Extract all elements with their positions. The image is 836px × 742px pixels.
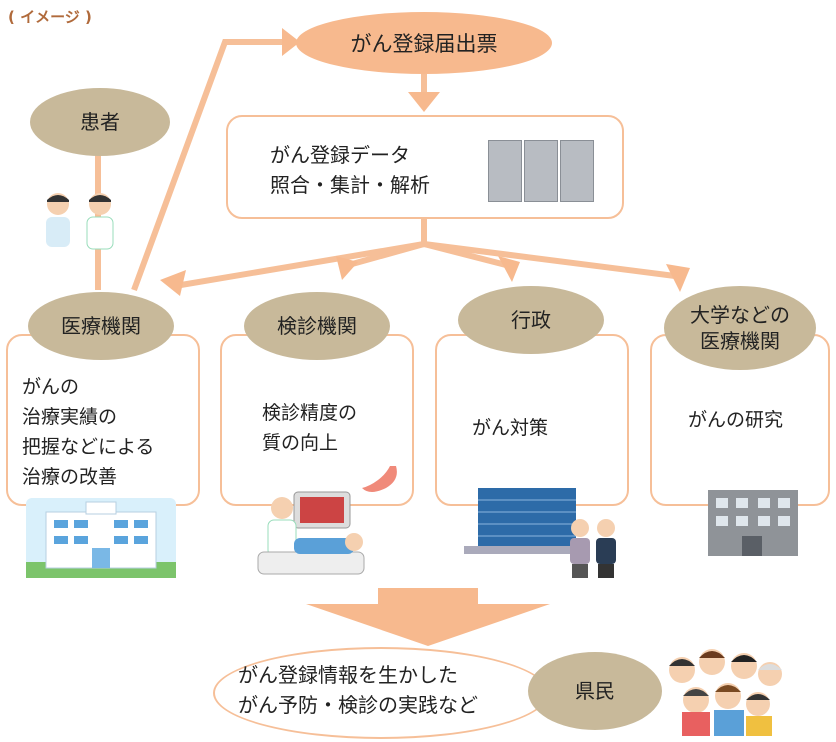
doctor-patient-icon [46,193,114,250]
patient-oval: 患者 [30,88,170,156]
government-oval: 行政 [458,286,604,354]
government-box [435,334,629,506]
branch-screening-line [344,241,425,269]
outcome-text: がん登録情報を生かした がん予防・検診の実践など [238,663,478,717]
stomach-icon [362,466,397,492]
registration-form-oval: がん登録届出票 [296,12,552,74]
government-building-icon [464,488,590,554]
hospital-icon [26,498,176,578]
screening-text: 検診精度の 質の向上 [262,402,358,454]
university-oval: 大学などの 医療機関 [664,286,816,370]
branch-univ-line [423,241,676,279]
arrowhead-screening [336,256,358,280]
arrowhead-gov [498,256,520,282]
hospital-text: がんの 治療実績の 把握などによる 治療の改善 [22,376,155,488]
server-icon [488,140,594,202]
citizen-oval: 県民 [528,652,662,730]
officials-icon [570,519,616,578]
hospital-box [6,334,200,506]
government-text: がん対策 [472,417,549,439]
outcome-oval [213,647,549,739]
hospital-oval: 医療機関 [28,292,174,360]
image-tag: ( イメージ ) [8,8,92,26]
down-arrow-icon [306,588,550,646]
feedback-arrow-line [131,39,282,292]
screening-oval: 検診機関 [244,292,390,360]
crowd-icon [669,649,782,736]
arrowhead-top-oval [282,28,300,56]
arrowhead-hospital [160,270,186,296]
arrowhead-center-box [408,92,440,112]
arrowhead-univ [666,264,690,292]
branch-hospital-line [174,241,425,289]
university-text: がんの研究 [688,409,784,431]
data-processing-text: がん登録データ 照合・集計・解析 [270,143,430,197]
university-building-icon [708,490,798,556]
endoscopy-icon [257,491,365,575]
